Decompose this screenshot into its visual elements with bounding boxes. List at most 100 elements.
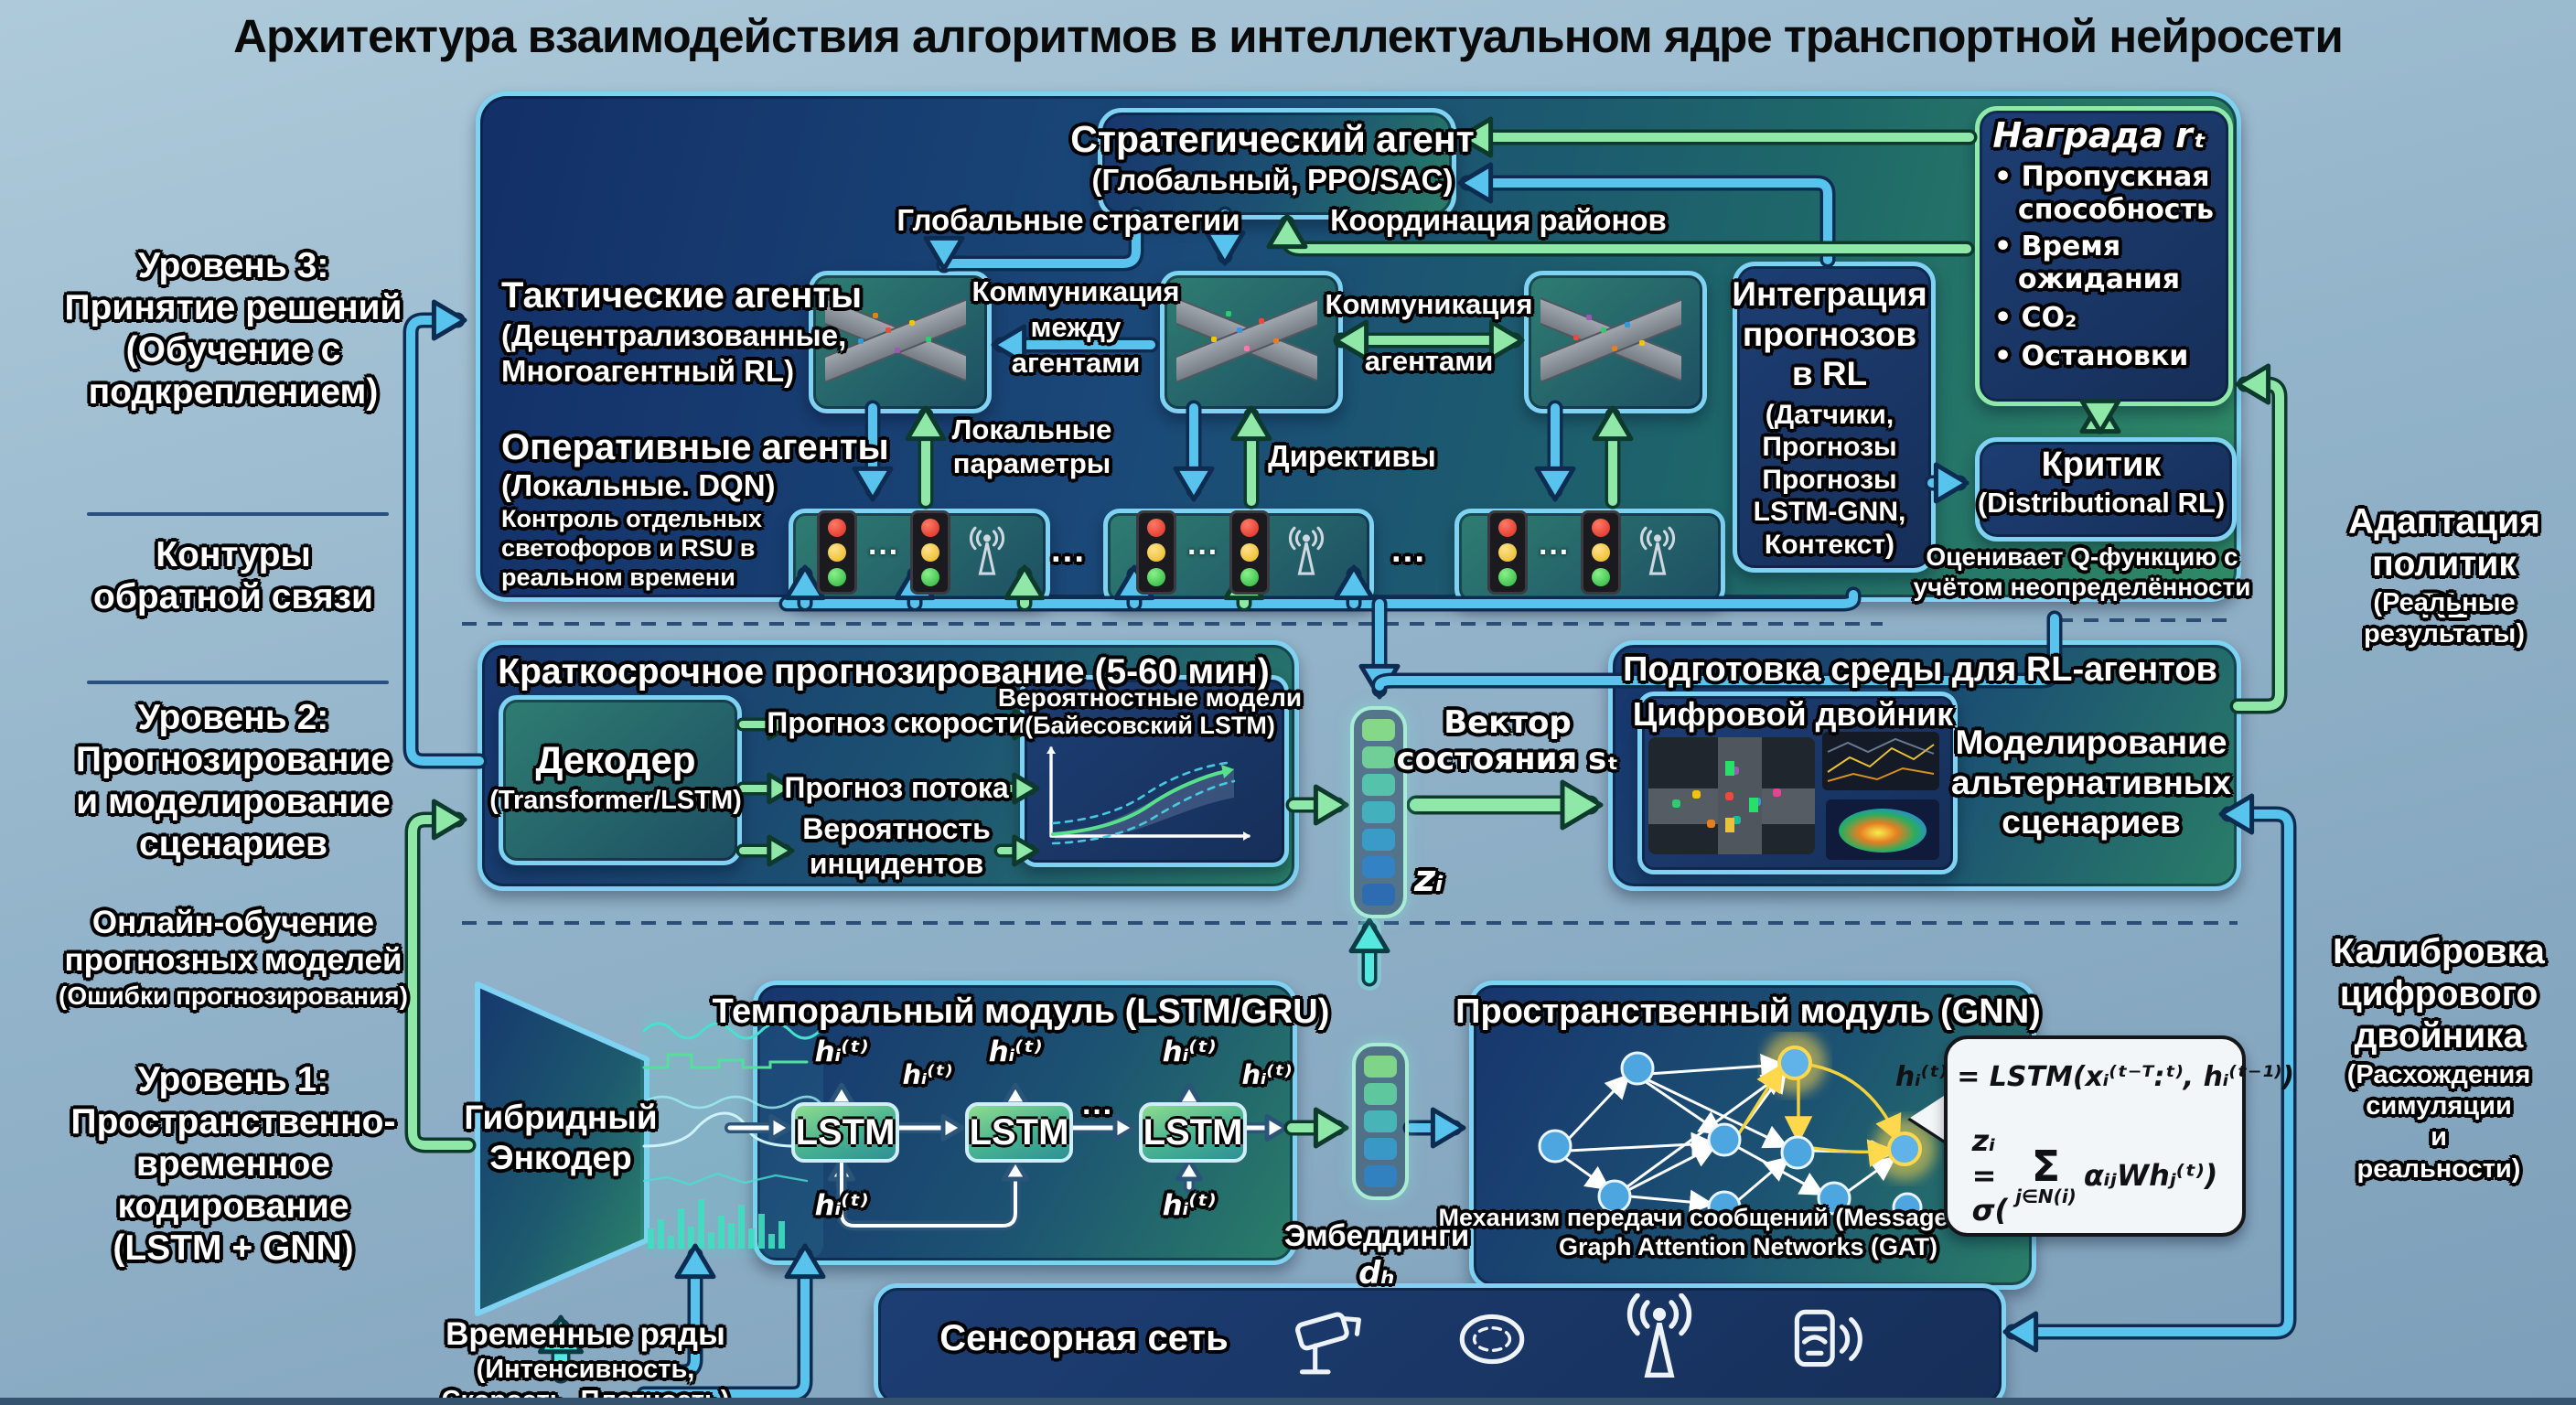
connector xyxy=(1358,663,1401,700)
critic-subtitle: (Distributional RL) xyxy=(1977,487,2226,519)
rail-rl-adaptation-sub: (Реальные результаты) xyxy=(2364,588,2525,649)
gnn-graph xyxy=(1538,1032,1936,1225)
traffic-light-icon xyxy=(817,510,858,595)
h-label: hᵢ⁽ᵗ⁾ xyxy=(814,1035,869,1068)
connector xyxy=(1313,784,1349,826)
forecast-output-speed: Прогноз скорости xyxy=(767,706,1026,739)
intersection-icon xyxy=(1540,284,1681,391)
road-detector-icon xyxy=(1794,1309,1862,1367)
critic-box xyxy=(1975,437,2237,542)
connector xyxy=(1348,917,1390,954)
traffic-light-icon xyxy=(1580,510,1621,595)
rail-online-learning: Онлайн-обучение прогнозных моделей xyxy=(64,905,402,979)
connector xyxy=(1313,1107,1349,1149)
rsu-antenna-icon xyxy=(1626,1293,1692,1378)
rail-online-learning-sub: (Ошибки прогнозирования) xyxy=(59,981,408,1010)
traffic-light-icon xyxy=(1487,510,1529,595)
ellipsis: ··· xyxy=(868,534,899,570)
rail-divider xyxy=(87,512,389,516)
integration-title: Интеграция прогнозов в RL xyxy=(1732,275,1927,393)
time-series-label: Временные ряды xyxy=(445,1316,725,1352)
integration-subtitle: (Датчики, Прогнозы Прогнозы LSTM-GNN, Ко… xyxy=(1753,400,1906,560)
formula-lstm: hᵢ⁽ᵗ⁾ = LSTM(xᵢ⁽ᵗ⁻ᵀ:ᵗ⁾, hᵢ⁽ᵗ⁻¹⁾) xyxy=(1894,1061,2295,1093)
formula-gat: zᵢ = σ( Σ j∈N(i) αᵢⱼWhⱼ⁽ᵗ⁾) xyxy=(1971,1123,2218,1228)
traffic-light-group: ··· xyxy=(798,510,1032,595)
connector xyxy=(406,316,484,766)
strategic-agent-subtitle: (Глобальный, PPO/SAC) xyxy=(1091,163,1454,197)
connector xyxy=(2002,1311,2039,1353)
reward-item: • CO₂ xyxy=(1994,302,2077,334)
state-vector-z xyxy=(1350,706,1407,918)
connector xyxy=(402,312,488,769)
bottom-edge xyxy=(0,1398,2576,1405)
lstm-cell-2: LSTM xyxy=(965,1102,1073,1163)
intersection-icon xyxy=(1176,284,1317,391)
label-comm-between-agents: Коммуникация между агентами xyxy=(971,275,1180,379)
embedding-vector xyxy=(1352,1043,1409,1200)
label-local-params: Локальные параметры xyxy=(951,413,1112,479)
spatial-title: Пространственный модуль (GNN) xyxy=(1455,992,2041,1031)
rail-twin-calibration-sub: (Расхождения симуляции и реальности) xyxy=(2346,1060,2531,1184)
rail-feedback-loops: Контуры обратной связи xyxy=(93,535,373,617)
tactical-agents-title: Тактические агенты xyxy=(501,275,863,316)
alt-scenarios-label: Моделирование альтернативных сценариев xyxy=(1951,724,2231,842)
operational-agents-desc: Контроль отдельных светофоров и RSU в ре… xyxy=(501,505,763,591)
lstm-cell-1: LSTM xyxy=(791,1102,899,1163)
traffic-light-icon xyxy=(1229,510,1270,595)
forecast-title: Краткосрочное прогнозирование (5-60 мин) xyxy=(498,652,1270,692)
connector xyxy=(1560,779,1604,831)
lstm-ellipsis: ··· xyxy=(1082,1095,1113,1130)
rsu-antenna-icon xyxy=(1639,526,1676,575)
twin-surface-panel xyxy=(1826,799,1939,860)
reward-item: • Время ожидания xyxy=(1994,231,2180,295)
traffic-light-group: ··· xyxy=(1112,510,1356,595)
decoder-box xyxy=(499,695,742,865)
z-label: zᵢ xyxy=(1413,858,1444,900)
reward-title: Награда rₜ xyxy=(1992,115,2206,156)
formula-callout: hᵢ⁽ᵗ⁾ = LSTM(xᵢ⁽ᵗ⁻ᵀ:ᵗ⁾, hᵢ⁽ᵗ⁻¹⁾) zᵢ = σ(… xyxy=(1895,1035,2294,1237)
operational-agents-title: Оперативные агенты xyxy=(501,427,889,467)
traffic-light-icon xyxy=(1136,510,1177,595)
encoder-label: Гибридный Энкодер xyxy=(464,1099,658,1176)
forecast-output-flow: Прогноз потока xyxy=(784,771,1009,804)
label-district-coordination: Координация районов xyxy=(1330,203,1667,237)
ellipsis: ··· xyxy=(1391,541,1426,579)
digital-twin-title: Цифровой двойник xyxy=(1632,695,1954,733)
rail-twin-calibration: Калибровка цифрового двойника xyxy=(2333,932,2545,1056)
ellipsis: ··· xyxy=(1539,534,1570,570)
decoder-title: Декодер xyxy=(535,738,696,781)
intersection-icon xyxy=(825,284,966,391)
embeddings-label: Эмбеддинги xyxy=(1283,1218,1470,1252)
callout-tail xyxy=(1910,1094,1947,1142)
page-title: Архитектура взаимодействия алгоритмов в … xyxy=(233,10,2344,62)
traffic-light-icon xyxy=(909,510,950,595)
state-vector-label: Вектор состояния sₜ xyxy=(1396,704,1619,778)
traffic-light-group: ··· xyxy=(1464,510,1707,595)
reward-box xyxy=(1975,106,2233,406)
signal-waveforms xyxy=(640,1011,823,1258)
h-label: hᵢ⁽ᵗ⁾ xyxy=(1162,1189,1217,1222)
env-prep-title: Подготовка среды для RL-агентов xyxy=(1623,650,2217,689)
embeddings-dim: dₕ xyxy=(1358,1255,1395,1292)
h-label: hᵢ⁽ᵗ⁾ xyxy=(1162,1035,1217,1068)
reward-item: • Пропускная способность xyxy=(1994,161,2214,226)
lstm-cell-3: LSTM xyxy=(1139,1102,1247,1163)
connector xyxy=(431,799,467,841)
label-comm-agents: Коммуникация агентами xyxy=(1325,288,1533,377)
h-label: hᵢ⁽ᵗ⁾ xyxy=(988,1035,1043,1068)
h-label: hᵢ⁽ᵗ⁾ xyxy=(1241,1059,1293,1090)
forecast-output-incidents: Вероятность инцидентов xyxy=(802,812,991,880)
connector xyxy=(2235,363,2271,405)
bayesian-forecast-chart xyxy=(1046,746,1250,845)
rail-level2: Уровень 2: Прогнозирование и моделирован… xyxy=(75,698,392,864)
critic-title: Критик xyxy=(2041,445,2162,484)
twin-chart-panel xyxy=(1822,732,1939,790)
ellipsis: ··· xyxy=(1051,541,1086,579)
ellipsis: ··· xyxy=(1187,534,1218,570)
critic-desc: Оценивает Q-функцию с учётом неопределён… xyxy=(1913,542,2251,602)
twin-sim-panel xyxy=(1648,737,1815,854)
h-label: hᵢ⁽ᵗ⁾ xyxy=(902,1059,953,1090)
label-directives: Директивы xyxy=(1268,439,1436,473)
reward-item: • Остановки xyxy=(1994,340,2189,372)
